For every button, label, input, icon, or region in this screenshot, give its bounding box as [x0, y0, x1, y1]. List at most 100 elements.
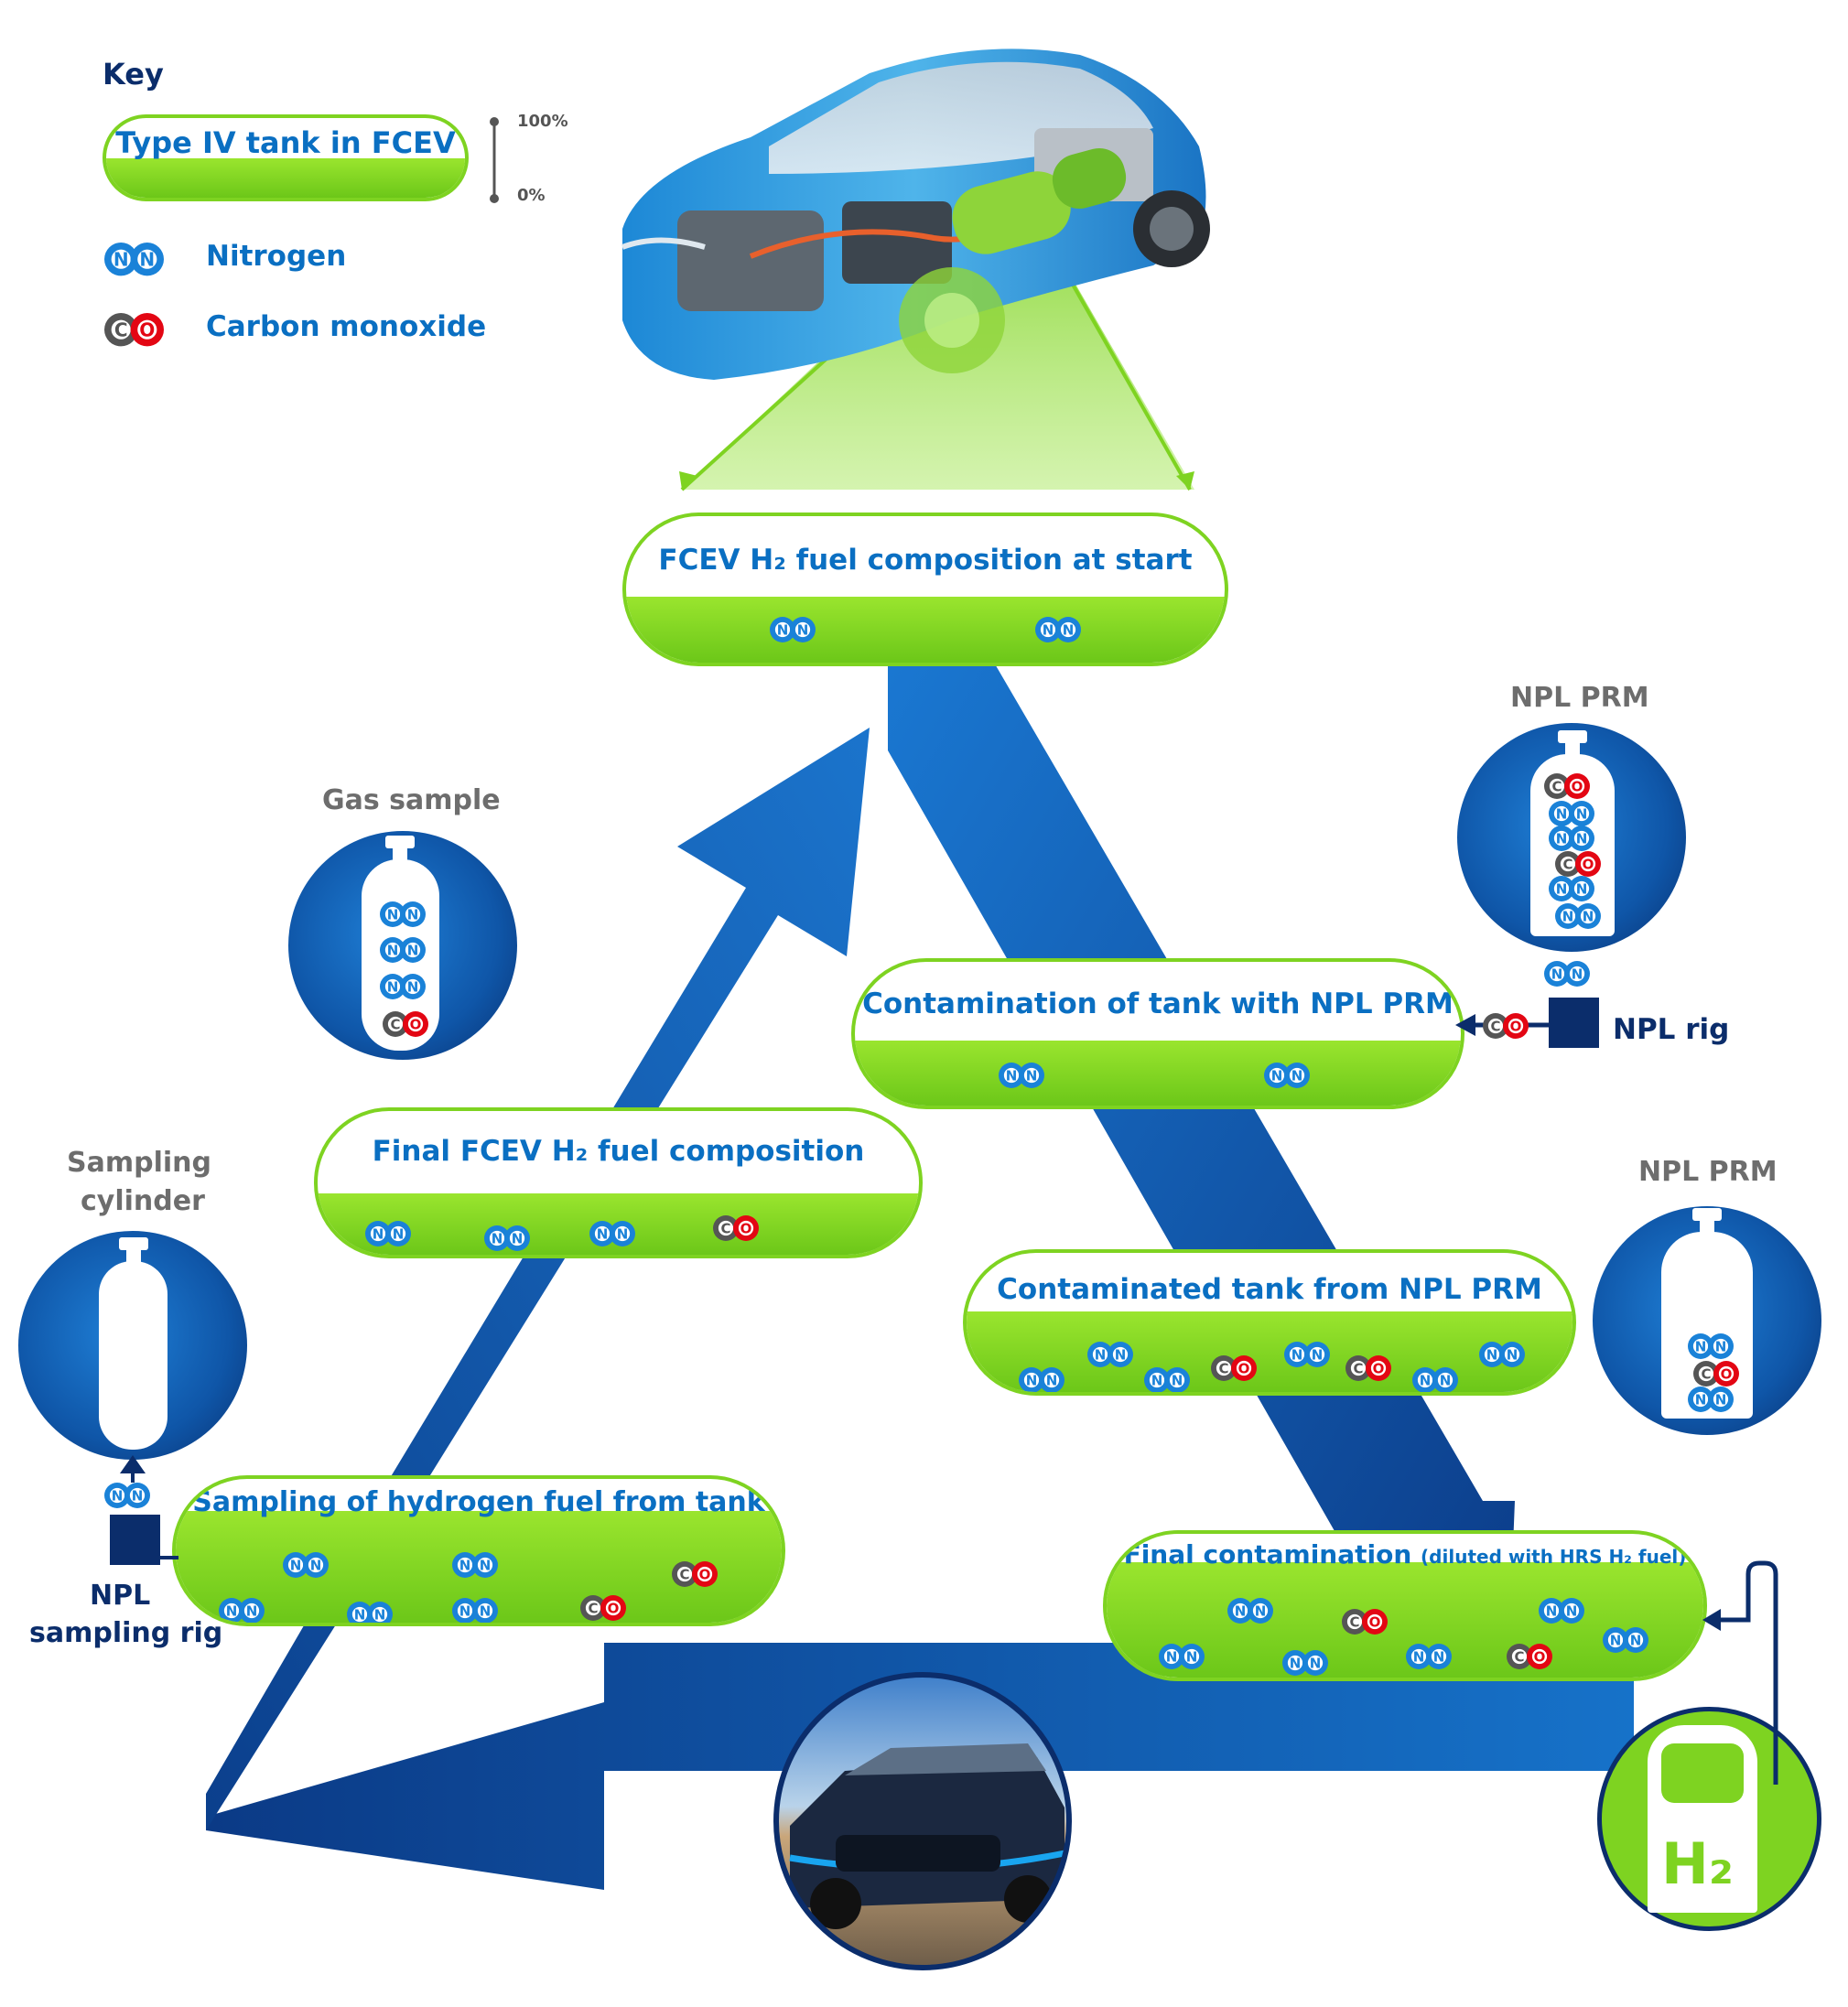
key-scale-top: 100% — [517, 112, 568, 131]
svg-text:O: O — [410, 1016, 422, 1032]
stage-contaminated-tank-title: Contaminated tank from NPL PRM — [997, 1273, 1542, 1306]
stage-final-composition-title: Final FCEV H₂ fuel composition — [372, 1135, 865, 1168]
svg-text:N: N — [1546, 1602, 1558, 1619]
svg-text:O: O — [1534, 1648, 1546, 1665]
stage-start-title: FCEV H₂ fuel composition at start — [658, 544, 1193, 577]
test-drive-car-photo — [773, 1672, 1072, 1970]
svg-text:N: N — [387, 942, 399, 958]
h2-feed-hose — [1702, 1560, 1778, 1785]
svg-text:N: N — [113, 248, 129, 270]
svg-text:C: C — [1218, 1360, 1228, 1376]
svg-text:N: N — [1420, 1372, 1432, 1388]
svg-text:N: N — [1566, 1602, 1578, 1619]
svg-text:N: N — [374, 1606, 386, 1623]
svg-text:N: N — [1291, 1346, 1303, 1363]
svg-text:C: C — [1701, 1365, 1711, 1382]
svg-text:N: N — [459, 1602, 471, 1619]
svg-text:N: N — [777, 621, 789, 638]
sampling-up-arrow — [120, 1455, 146, 1483]
svg-text:N: N — [1026, 1372, 1038, 1388]
svg-text:N: N — [1440, 1372, 1452, 1388]
npl-rig-label: NPL rig — [1613, 1013, 1730, 1046]
sampling-cylinder-label-line1: Sampling — [67, 1147, 211, 1179]
svg-text:O: O — [740, 1220, 752, 1236]
svg-text:N: N — [1562, 908, 1574, 924]
svg-text:N: N — [1043, 621, 1054, 638]
svg-text:N: N — [1551, 966, 1563, 982]
svg-text:C: C — [1353, 1360, 1363, 1376]
npl-prm-bottom-label: NPL PRM — [1638, 1156, 1778, 1188]
svg-text:O: O — [1510, 1018, 1522, 1034]
svg-text:N: N — [797, 621, 809, 638]
stage-contamination-tank-title: Contamination of tank with NPL PRM — [862, 987, 1454, 1020]
contamination-arrow — [888, 645, 1515, 1730]
svg-text:O: O — [1373, 1360, 1385, 1376]
svg-text:O: O — [1369, 1613, 1381, 1630]
svg-text:N: N — [1026, 1067, 1038, 1084]
key-carbon-monoxide-label: Carbon monoxide — [206, 310, 487, 343]
svg-text:N: N — [139, 248, 155, 270]
svg-text:N: N — [480, 1602, 492, 1619]
svg-text:N: N — [492, 1230, 503, 1246]
svg-text:O: O — [608, 1600, 620, 1616]
svg-text:N: N — [1095, 1346, 1107, 1363]
svg-text:N: N — [1715, 1391, 1727, 1408]
svg-text:N: N — [354, 1606, 366, 1623]
npl-sampling-rig-connector — [160, 1556, 178, 1559]
fcev-cutaway-car-image — [621, 49, 1210, 380]
svg-text:N: N — [1695, 1338, 1707, 1354]
svg-text:N: N — [373, 1225, 384, 1242]
svg-text:C: C — [1490, 1018, 1500, 1034]
svg-text:N: N — [310, 1557, 322, 1573]
svg-text:N: N — [1556, 805, 1568, 822]
svg-text:C: C — [114, 318, 128, 340]
sampling-cylinder-icon — [99, 1237, 168, 1450]
svg-text:N: N — [1413, 1648, 1425, 1665]
svg-text:N: N — [407, 942, 419, 958]
npl-prm-top-label: NPL PRM — [1510, 682, 1649, 714]
svg-text:N: N — [290, 1557, 302, 1573]
svg-text:C: C — [1551, 778, 1562, 794]
svg-text:C: C — [720, 1220, 730, 1236]
svg-text:N: N — [617, 1225, 629, 1242]
svg-text:N: N — [1063, 621, 1075, 638]
npl-sampling-rig-label-line1: NPL — [90, 1580, 151, 1612]
svg-text:N: N — [1115, 1346, 1127, 1363]
svg-text:N: N — [393, 1225, 405, 1242]
svg-text:N: N — [459, 1557, 471, 1573]
svg-text:C: C — [679, 1566, 689, 1582]
svg-text:N: N — [1310, 1655, 1322, 1671]
svg-text:O: O — [1721, 1365, 1733, 1382]
